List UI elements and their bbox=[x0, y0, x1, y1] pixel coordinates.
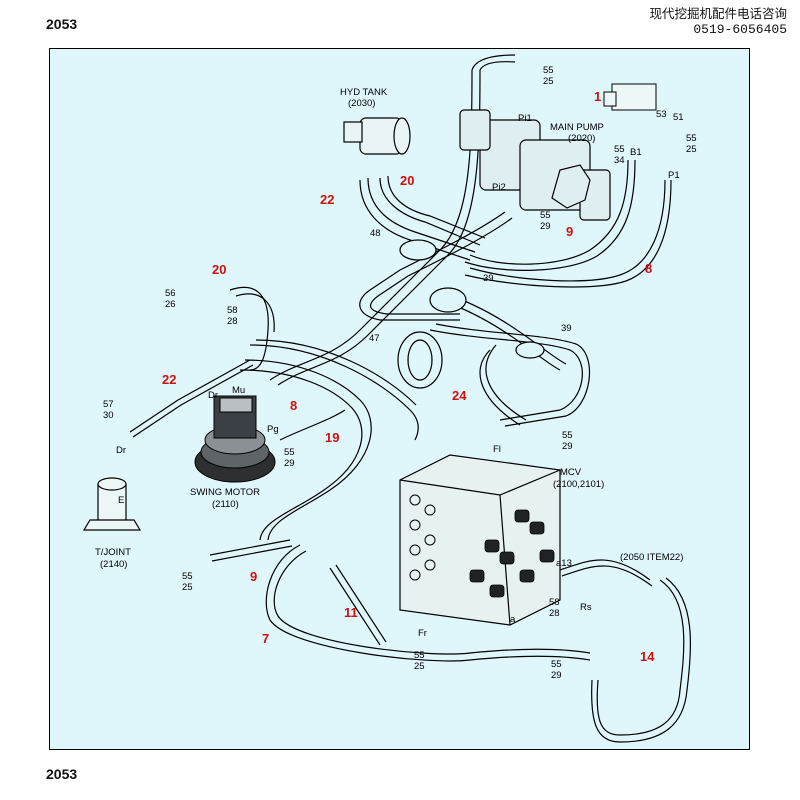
port-pi2: Pi2 bbox=[492, 182, 506, 193]
t-joint-label: T/JOINT bbox=[95, 547, 131, 558]
part-number: 25 bbox=[182, 582, 193, 593]
part-number: 56 bbox=[165, 288, 176, 299]
port-a: a bbox=[510, 614, 516, 625]
port-fr: Fr bbox=[418, 628, 427, 639]
callout-14: 14 bbox=[640, 649, 655, 664]
callout-7: 7 bbox=[262, 631, 269, 646]
part-number: 26 bbox=[165, 299, 176, 310]
part-number: 29 bbox=[562, 441, 573, 452]
vendor-phone: 0519-6056405 bbox=[693, 22, 787, 37]
vendor-contact: 现代挖掘机配件电话咨询 0519-6056405 bbox=[649, 6, 787, 38]
port-mu: Mu bbox=[232, 385, 245, 396]
part-number: 29 bbox=[551, 670, 562, 681]
callout-8: 8 bbox=[290, 398, 297, 413]
port-b1: B1 bbox=[630, 147, 642, 158]
hose-number-47: 47 bbox=[369, 333, 380, 344]
callout-20: 20 bbox=[400, 173, 414, 188]
vendor-text: 现代挖掘机配件电话咨询 bbox=[649, 6, 787, 21]
callout-22: 22 bbox=[320, 192, 334, 207]
part-number: 55 bbox=[540, 210, 551, 221]
part-number: 51 bbox=[673, 112, 684, 123]
part-number: 55 bbox=[551, 659, 562, 670]
part-number: 25 bbox=[543, 76, 554, 87]
part-number: 29 bbox=[540, 221, 551, 232]
swing-motor-code: (2110) bbox=[212, 499, 239, 510]
callout-1: 1 bbox=[594, 89, 601, 104]
part-number: 58 bbox=[549, 597, 560, 608]
diagram-frame bbox=[49, 48, 750, 750]
part-number: 55 bbox=[562, 430, 573, 441]
part-number: 25 bbox=[414, 661, 425, 672]
page-code-bottom: 2053 bbox=[46, 766, 78, 782]
port-dr-tjoint: Dr bbox=[116, 445, 126, 456]
mcv-code: (2100,2101) bbox=[553, 479, 604, 490]
item-ref-label: (2050 ITEM22) bbox=[620, 552, 683, 563]
part-number: 55 bbox=[414, 650, 425, 661]
port-pi1: Pi1 bbox=[518, 113, 532, 124]
main-pump-code: (2020) bbox=[568, 133, 595, 144]
port-rs: Rs bbox=[580, 602, 592, 613]
hose-number-39: 39 bbox=[561, 323, 572, 334]
port-dr: Dr bbox=[208, 390, 218, 401]
callout-22: 22 bbox=[162, 372, 176, 387]
callout-9: 9 bbox=[250, 569, 257, 584]
part-number: 55 bbox=[284, 447, 295, 458]
callout-20: 20 bbox=[212, 262, 226, 277]
hyd-tank-label: HYD TANK bbox=[340, 87, 388, 98]
port-p1: P1 bbox=[668, 170, 680, 181]
part-number: 55 bbox=[614, 144, 625, 155]
part-number: 55 bbox=[686, 133, 697, 144]
page-code-top: 2053 bbox=[46, 16, 78, 32]
callout-9: 9 bbox=[566, 224, 573, 239]
part-number: 34 bbox=[614, 155, 625, 166]
mcv-label: MCV bbox=[560, 467, 582, 478]
part-number: 28 bbox=[227, 316, 238, 327]
swing-motor-label: SWING MOTOR bbox=[190, 487, 260, 498]
part-number: 28 bbox=[549, 608, 560, 619]
t-joint-code: (2140) bbox=[100, 559, 127, 570]
part-number: 30 bbox=[103, 410, 114, 421]
port-pg: Pg bbox=[267, 424, 279, 435]
callout-24: 24 bbox=[452, 388, 467, 403]
port-e: E bbox=[118, 495, 124, 506]
part-number: 25 bbox=[686, 144, 697, 155]
hyd-tank-code: (2030) bbox=[348, 98, 375, 109]
part-number: 58 bbox=[227, 305, 238, 316]
port-fl: Fl bbox=[493, 444, 501, 455]
hose-number-48: 48 bbox=[370, 228, 381, 239]
part-number: 55 bbox=[543, 65, 554, 76]
part-number: 57 bbox=[103, 399, 114, 410]
main-pump-label: MAIN PUMP bbox=[550, 122, 604, 133]
port-a13: a13 bbox=[556, 558, 572, 569]
callout-8: 8 bbox=[645, 261, 652, 276]
callout-11: 11 bbox=[344, 605, 358, 620]
hose-number-39: 39 bbox=[483, 273, 494, 284]
part-number: 29 bbox=[284, 458, 295, 469]
part-number: 53 bbox=[656, 109, 667, 120]
part-number: 55 bbox=[182, 571, 193, 582]
callout-19: 19 bbox=[325, 430, 339, 445]
